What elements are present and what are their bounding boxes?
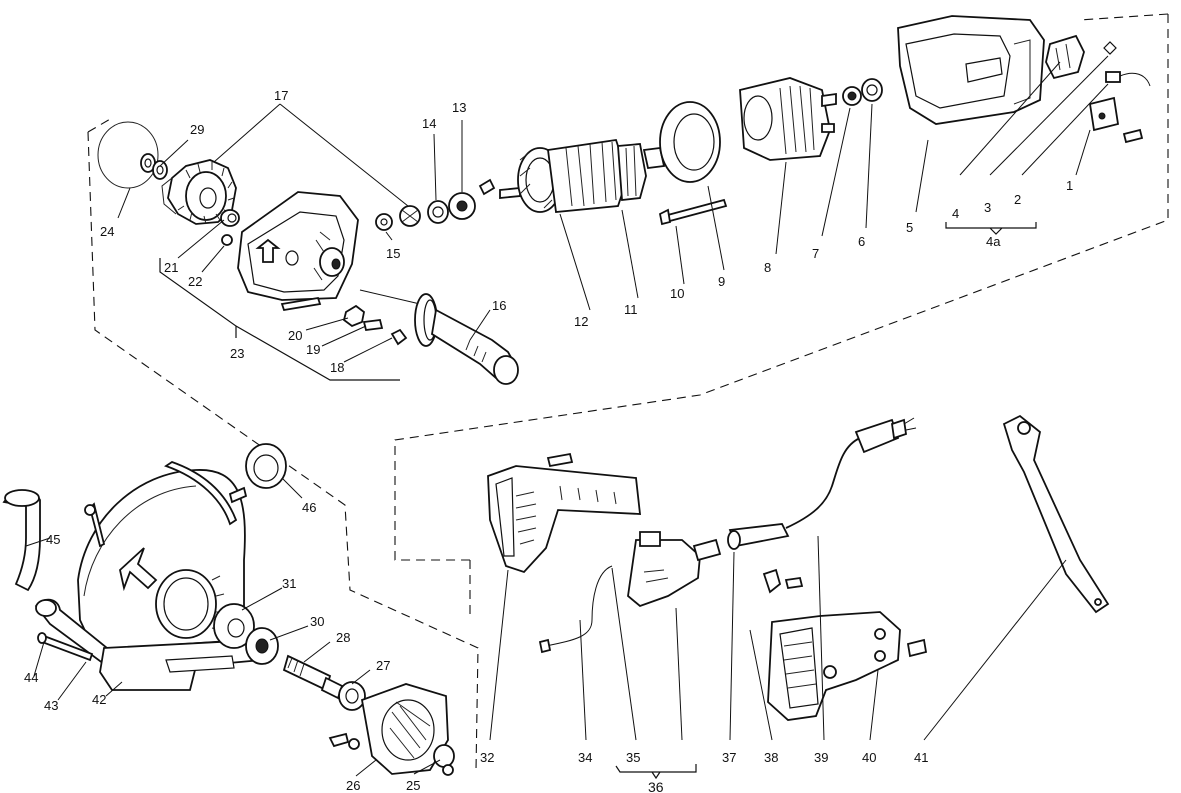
part-gear-housing (237, 191, 359, 301)
label-7: 7 (812, 246, 819, 261)
label-18: 18 (330, 360, 344, 375)
part-29-washers (140, 153, 168, 180)
label-32: 32 (480, 750, 494, 765)
label-39: 39 (814, 750, 828, 765)
label-23: 23 (230, 346, 244, 361)
label-46: 46 (302, 500, 316, 515)
label-22: 22 (188, 274, 202, 289)
part-8-stator (739, 77, 837, 161)
label-37: 37 (722, 750, 736, 765)
label-43: 43 (44, 698, 58, 713)
part-10-screw (658, 198, 728, 226)
label-11: 11 (624, 302, 638, 317)
part-40-handle-cover (767, 611, 928, 721)
label-28: 28 (336, 630, 350, 645)
label-3: 3 (984, 200, 991, 215)
part-18-20-fasteners (280, 289, 421, 346)
leader-lines-bottom-left (25, 477, 441, 777)
label-40: 40 (862, 750, 876, 765)
part-35-switch (627, 531, 722, 608)
part-27-bearing (338, 681, 366, 711)
part-13-bearing (448, 178, 496, 220)
label-44: 44 (24, 670, 38, 685)
part-37-power-cord (727, 417, 917, 550)
part-41-wrench (1002, 414, 1110, 614)
part-44-pin (37, 632, 94, 662)
part-26-flange-cover (328, 683, 449, 775)
label-4a: 4a (986, 234, 1001, 249)
part-labels: 1 2 3 4 4a 5 6 7 8 9 10 11 12 13 14 15 1… (24, 88, 1073, 793)
label-29: 29 (190, 122, 204, 137)
part-6-bearing (861, 78, 883, 102)
label-27: 27 (376, 658, 390, 673)
label-41: 41 (914, 750, 928, 765)
part-45-dust-hose (2, 489, 41, 592)
part-4a-brush-set (1045, 34, 1151, 144)
bracket-4a (945, 222, 1037, 235)
part-7-bearing (842, 86, 862, 106)
label-21: 21 (164, 260, 178, 275)
label-31: 31 (282, 576, 296, 591)
part-guard (34, 461, 264, 691)
leader-lines-top (117, 55, 1109, 363)
bracket-36 (615, 764, 697, 780)
label-2: 2 (1014, 192, 1021, 207)
part-15-nut (375, 213, 393, 231)
part-17-pinion (399, 205, 421, 227)
part-34-wire (538, 565, 613, 654)
label-30: 30 (310, 614, 324, 629)
label-20: 20 (288, 328, 302, 343)
label-10: 10 (670, 286, 684, 301)
label-38: 38 (764, 750, 778, 765)
part-31-bearing-ring (213, 603, 279, 665)
label-36: 36 (648, 779, 664, 793)
label-15: 15 (386, 246, 400, 261)
label-9: 9 (718, 274, 725, 289)
leader-lines-bottom-right (489, 535, 1067, 741)
part-14-bearing (427, 200, 449, 224)
assembly-boundary-lines (87, 13, 1169, 771)
label-24: 24 (100, 224, 114, 239)
label-34: 34 (578, 750, 592, 765)
part-46-knob (228, 443, 287, 504)
part-24-o-ring (97, 121, 159, 189)
bracket-23 (159, 258, 400, 381)
label-6: 6 (858, 234, 865, 249)
label-42: 42 (92, 692, 106, 707)
label-45: 45 (46, 532, 60, 547)
part-5-motor-housing (897, 15, 1045, 125)
label-1: 1 (1066, 178, 1073, 193)
part-11-12-armature (499, 138, 666, 213)
label-17: 17 (274, 88, 288, 103)
part-21-bushing (220, 209, 240, 227)
label-4: 4 (952, 206, 959, 221)
label-5: 5 (906, 220, 913, 235)
part-9-baffle (659, 101, 721, 183)
label-16: 16 (492, 298, 506, 313)
label-13: 13 (452, 100, 466, 115)
part-38-cord-clamp (762, 568, 804, 594)
part-28-spindle (282, 654, 344, 700)
label-25: 25 (406, 778, 420, 793)
label-19: 19 (306, 342, 320, 357)
label-8: 8 (764, 260, 771, 275)
part-25-nut (433, 744, 455, 776)
label-14: 14 (422, 116, 436, 131)
part-16-side-handle (414, 293, 519, 385)
label-12: 12 (574, 314, 588, 329)
label-26: 26 (346, 778, 360, 793)
part-32-handle-half (487, 452, 642, 574)
label-35: 35 (626, 750, 640, 765)
part-22-circlip (221, 234, 233, 246)
